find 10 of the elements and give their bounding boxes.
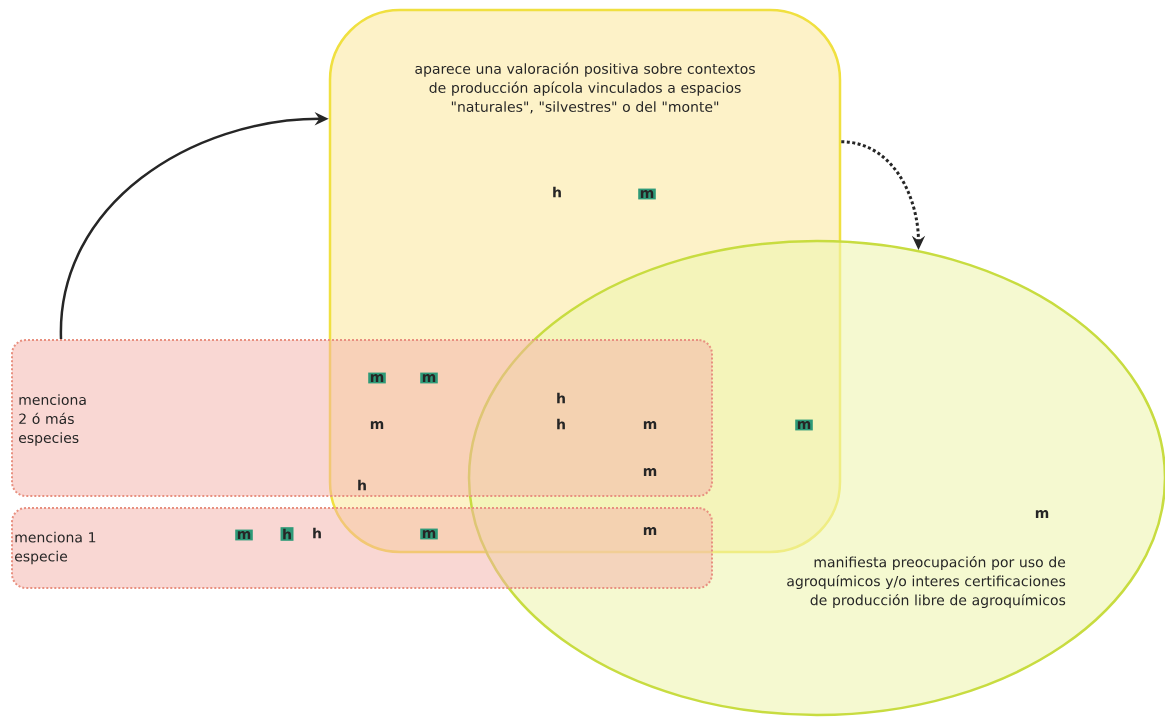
marker-label: h [358, 479, 366, 491]
marker-label: m [643, 527, 657, 535]
marker-label: m [643, 421, 657, 429]
marker-label: h [557, 392, 565, 404]
marker-label: m [370, 421, 384, 429]
marker-label: h [553, 186, 561, 198]
marker-label: m [643, 468, 657, 476]
marker-label: h [557, 418, 565, 430]
marker-label: h [313, 527, 321, 539]
marker-label: m [1035, 510, 1049, 518]
